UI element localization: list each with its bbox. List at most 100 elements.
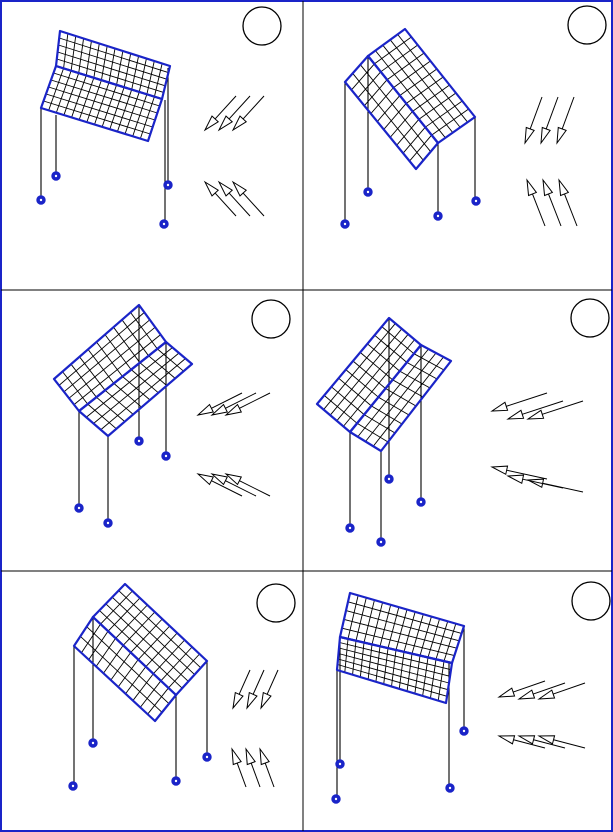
wind-arrow-head <box>506 409 525 420</box>
mesh-line <box>116 50 124 85</box>
wind-arrow <box>506 400 564 420</box>
wind-arrow-shaft <box>513 739 546 749</box>
mesh-line <box>103 645 124 674</box>
panel-f <box>331 581 611 804</box>
wind-arrow <box>540 96 559 145</box>
mesh-line <box>357 71 382 99</box>
wind-arrow-shaft <box>506 469 548 480</box>
mesh-line <box>63 33 69 69</box>
wind-arrow-shaft <box>529 96 543 130</box>
mesh-line <box>130 312 158 350</box>
mesh-line <box>79 356 106 391</box>
wind-arrow-head <box>526 178 538 197</box>
mesh-line <box>45 93 153 128</box>
wind-arrow-shaft <box>553 739 586 749</box>
wind-arrows-top <box>232 669 279 710</box>
wind-arrow <box>259 747 275 788</box>
mesh-line <box>372 356 444 447</box>
mesh-line <box>93 43 100 78</box>
mesh-line <box>115 604 148 639</box>
wind-arrow-head <box>537 689 556 700</box>
mesh-line <box>99 610 183 689</box>
mesh-line <box>323 395 358 424</box>
mesh-line <box>138 58 147 93</box>
mesh-line <box>117 659 139 688</box>
mesh-line <box>118 590 202 669</box>
wind-arrow-shaft <box>228 192 251 217</box>
anchor-node-center <box>419 500 423 504</box>
mesh-line <box>108 48 116 83</box>
mesh-line <box>371 602 384 645</box>
wind-arrow <box>526 400 584 420</box>
wind-arrow <box>537 735 586 749</box>
mesh-line <box>403 611 416 652</box>
anchor-node-center <box>387 477 391 481</box>
mesh-line <box>338 653 450 684</box>
wind-arrow-shaft <box>214 192 237 217</box>
mesh-line <box>402 126 426 154</box>
wind-arrow-shaft <box>533 739 566 749</box>
mesh-line <box>352 360 386 389</box>
mesh-line <box>107 597 141 632</box>
wind-arrow <box>203 95 237 132</box>
mesh-line <box>50 79 158 114</box>
mesh-line <box>110 652 132 681</box>
wind-arrow-head <box>224 473 243 486</box>
mesh-line <box>68 326 156 399</box>
mesh-line <box>375 50 446 139</box>
mesh-line <box>323 323 396 410</box>
anchor-node-center <box>205 755 209 759</box>
mesh-line <box>62 371 89 405</box>
wind-arrow-shaft <box>214 95 237 120</box>
mesh-line <box>427 618 441 658</box>
wind-arrow <box>217 95 251 132</box>
mesh-line <box>78 38 85 74</box>
mesh-line <box>93 352 180 424</box>
wind-arrow <box>224 392 271 416</box>
wind-arrow-shaft <box>533 682 566 695</box>
mesh-line <box>105 603 189 682</box>
panel-d <box>315 298 610 547</box>
wind-arrow-head <box>497 735 516 745</box>
mesh-line <box>418 92 457 120</box>
anchor-node-center <box>39 198 43 202</box>
membrane-right <box>348 343 453 453</box>
wind-arrow <box>203 180 237 217</box>
wind-arrow-head <box>497 687 516 698</box>
wind-arrow-shaft <box>266 669 279 695</box>
wind-arrow-head <box>517 735 536 745</box>
panel-e <box>68 582 296 791</box>
mesh-line <box>104 334 132 370</box>
wind-arrow-head <box>526 478 545 489</box>
mesh-line <box>337 664 448 697</box>
anchor-node-center <box>91 741 95 745</box>
wind-arrow-shaft <box>564 193 578 227</box>
mesh-line <box>70 35 77 71</box>
wind-arrows-bottom <box>497 735 586 749</box>
membrane-right <box>77 340 194 438</box>
mesh-line <box>139 680 162 708</box>
mesh-line <box>145 632 178 667</box>
mesh-line <box>56 58 164 93</box>
mesh-line <box>395 609 408 651</box>
wind-arrow-head <box>540 126 551 145</box>
membrane-edge <box>91 582 209 697</box>
mesh-line <box>337 658 449 691</box>
wind-arrow-shaft <box>242 95 265 120</box>
mesh-line <box>343 618 457 649</box>
mesh-line <box>425 100 463 128</box>
panel-label-circle <box>256 583 296 623</box>
anchor-node-center <box>77 506 81 510</box>
mesh-line <box>113 326 141 363</box>
mesh-line <box>100 358 186 431</box>
mesh-line <box>382 44 454 133</box>
wind-arrow-head <box>542 178 554 197</box>
membrane-edge <box>343 54 440 171</box>
anchor-node-center <box>166 183 170 187</box>
panel-c <box>52 299 291 528</box>
mesh-line <box>132 673 154 701</box>
wind-arrow-shaft <box>211 480 243 497</box>
panel-label-circle <box>242 6 282 46</box>
